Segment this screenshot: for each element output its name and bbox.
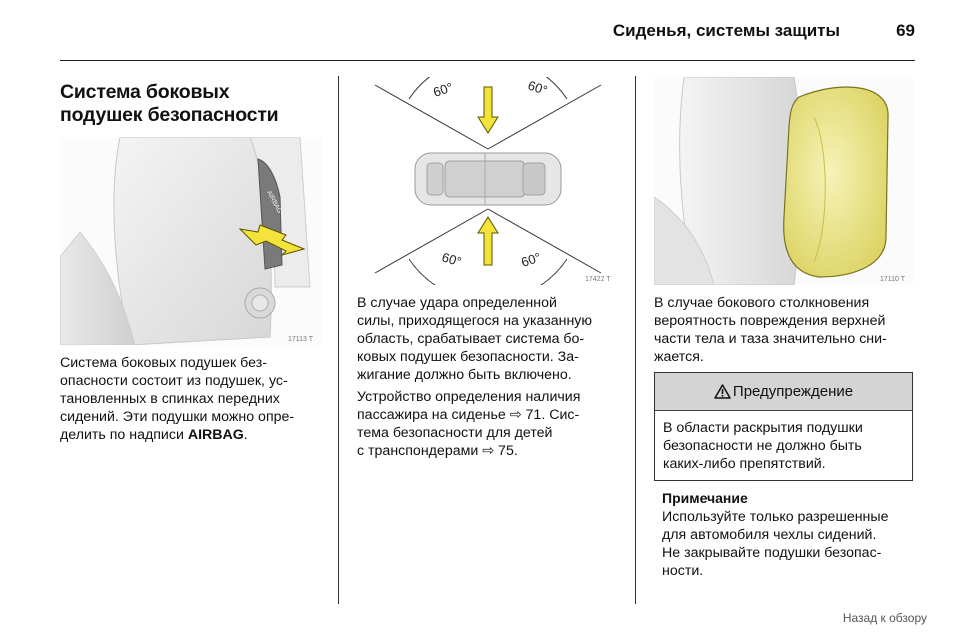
header-rule [60,60,915,61]
figure-deployed-airbag: 17110 T [654,77,913,285]
col3-paragraph-1: В случае бокового столкновения вероятнос… [654,294,916,366]
text-line: ности. [662,563,704,579]
running-header-title: Сиденья, системы защиты [612,21,840,40]
section-title: Система боковых подушек безопасности [60,81,340,127]
pointer-arrow-icon [238,224,306,256]
warning-triangle-icon [714,384,731,399]
impact-arrow-down-icon [477,86,499,134]
text-line: Устройство определения наличия [357,389,581,405]
text-line: для автомобиля чехлы сидений. [662,527,877,543]
text-line: Не закрывайте подушки безопас- [662,545,882,561]
warning-title: Предупреждение [732,383,854,400]
airbag-cushion-icon [783,86,889,278]
text-line: ковых подушек безопасности. За- [357,349,579,365]
text-line: область, срабатывает система бо- [357,331,585,347]
text-line: В случае удара определенной [357,295,557,311]
column-rule-left [338,76,339,604]
text-line: силы, приходящегося на указанную [357,313,593,329]
figure-seat-airbag-label: AIRBAG 17113 T [60,137,322,345]
text-line: пассажира на сиденье ⇨ 71. Сис- [357,407,580,423]
text-line: каких-либо препятствий. [663,456,826,472]
col2-paragraph-2: Устройство определения наличия пассажира… [357,388,632,460]
back-to-overview-link[interactable]: Назад к обзору [842,611,927,625]
impact-arrow-up-icon [477,216,499,266]
text-line-prefix: делить по надписи [60,427,188,443]
text-line: с транспондерами ⇨ 75. [357,443,518,459]
text-line: Система боковых подушек без- [60,355,267,371]
figure-code: 17110 T [880,276,906,283]
text-line: делить по надписи AIRBAG. [60,426,335,444]
text-line: В случае бокового столкновения [654,295,870,311]
text-line: безопасности не должно быть [663,438,862,454]
text-line: В области раскрытия подушки [663,420,863,436]
warning-box: Предупреждение В области раскрытия подуш… [654,372,913,481]
angle-label: 60° [526,78,549,98]
text-line: Используйте только разрешенные [662,509,889,525]
text-line: жается. [654,349,704,365]
page-number: 69 [896,21,915,40]
col2-paragraph-1: В случае удара определенной силы, приход… [357,294,632,384]
text-line: сидений. Эти подушки можно опре- [60,409,295,425]
angle-label: 60° [431,80,454,100]
angle-label: 60° [519,250,542,270]
section-title-line: Система боковых [60,81,230,103]
warning-body: В области раскрытия подушки безопасности… [655,411,912,473]
note-body: Используйте только разрешенные для автом… [662,508,916,580]
figure-code: 17422 T [585,276,611,283]
section-title-line: подушек безопасности [60,104,279,126]
text-line: тема безопасности для детей [357,425,553,441]
text-line: тановленных в спинках передних [60,391,280,407]
text-line: опасности состоит из подушек, ус- [60,373,288,389]
text-line-suffix: . [243,427,248,443]
figure-code: 17113 T [288,336,314,343]
column-rule-right [635,76,636,604]
angle-label: 60° [440,249,463,269]
note-title: Примечание [662,490,748,506]
text-line: жигание должно быть включено. [357,367,572,383]
warning-header: Предупреждение [655,373,912,411]
figure-impact-angles: 60° 60° 60° 60° 17422 T [357,77,619,285]
airbag-term: AIRBAG [187,427,244,443]
col1-paragraph: Система боковых подушек без- опасности с… [60,354,335,444]
text-line: части тела и таза значительно сни- [654,331,887,347]
text-line: вероятность повреждения верхней [654,313,886,329]
